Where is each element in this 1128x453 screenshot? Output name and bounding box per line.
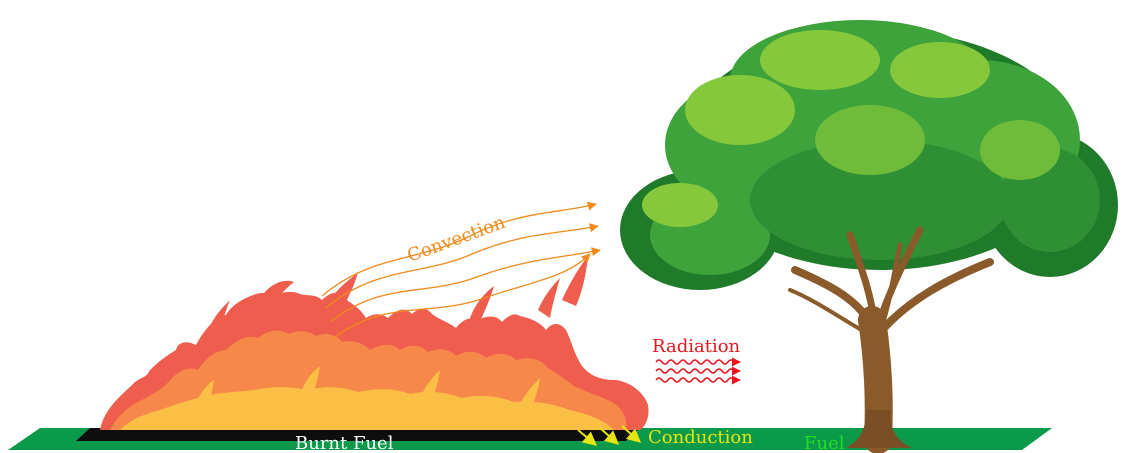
convection-label: Convection — [405, 212, 509, 267]
tree-canopy — [620, 20, 1118, 290]
radiation-wave — [656, 360, 740, 364]
flame-tongue — [562, 256, 588, 306]
fuel-label: Fuel — [804, 433, 845, 453]
radiation-wave — [656, 369, 740, 373]
convection-arrow — [330, 250, 600, 322]
fire-icon — [100, 256, 649, 430]
conduction-label: Conduction — [648, 427, 753, 448]
burnt-fuel-label: Burnt Fuel — [295, 433, 394, 453]
radiation-wave — [656, 378, 740, 382]
tree-icon — [620, 20, 1118, 448]
heat-wave-arrows-icon — [656, 360, 740, 382]
radiation-label: Radiation — [652, 336, 741, 357]
flame-tongue — [538, 278, 560, 318]
